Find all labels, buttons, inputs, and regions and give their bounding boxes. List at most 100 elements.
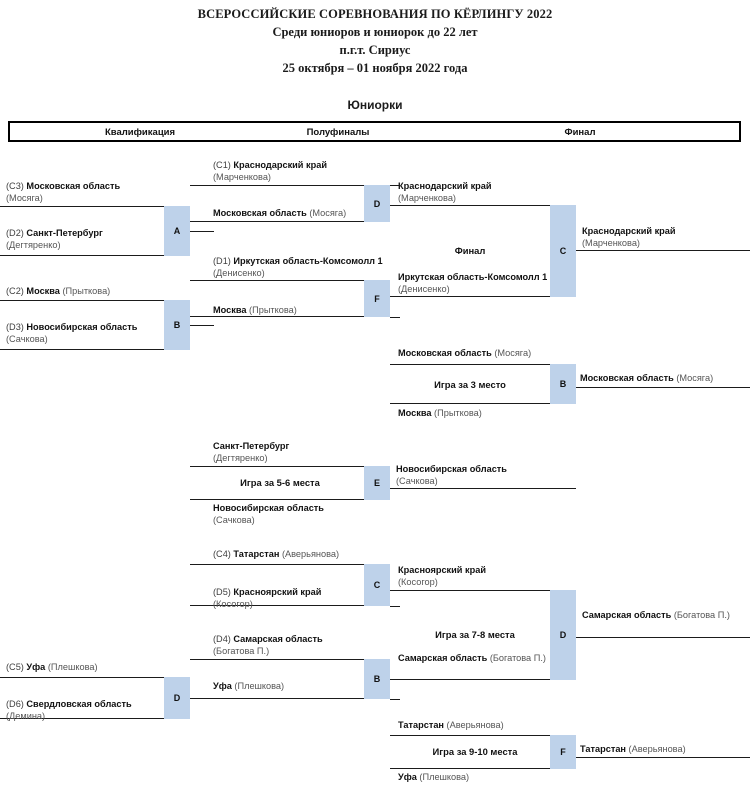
connector-b-to-f — [190, 325, 214, 326]
connector-f-to-final — [390, 317, 400, 318]
coach-name: (Мосяга) — [6, 192, 43, 203]
coach-name: (Прыткова) — [249, 305, 297, 315]
team-name: Новосибирская область — [26, 322, 138, 332]
coach-name: (Косогор) — [398, 576, 438, 587]
connector-d-to-b2 — [190, 698, 214, 699]
tournament-subtitle: Среди юниоров и юниорок до 22 лет — [272, 25, 478, 39]
title-block: ВСЕРОССИЙСКИЕ СОРЕВНОВАНИЯ ПО КЁРЛИНГУ 2… — [0, 0, 750, 112]
match-chip-f[interactable]: F — [550, 735, 576, 769]
team-name: Краснодарский край — [582, 226, 676, 236]
match-chip-a[interactable]: A — [164, 206, 190, 256]
tournament-title: ВСЕРОССИЙСКИЕ СОРЕВНОВАНИЯ ПО КЁРЛИНГУ 2… — [197, 7, 553, 21]
match-chip-d[interactable]: D — [550, 590, 576, 680]
qualification-winner-label: Уфа (Плешкова) — [213, 681, 403, 693]
coach-name: (Денисенко) — [213, 267, 265, 278]
tournament-venue: п.г.т. Сириус — [339, 43, 411, 57]
match-chip-d[interactable]: D — [364, 185, 390, 222]
coach-name: (Марченкова) — [213, 171, 271, 182]
match-chip-e[interactable]: E — [364, 466, 390, 500]
connector-c-to-78 — [390, 606, 400, 607]
team-name: Москва — [398, 408, 435, 418]
team-name: Москва — [26, 286, 63, 296]
coach-name: (Плешкова) — [47, 662, 98, 672]
coach-name: (Богатова П.) — [673, 610, 730, 620]
match-label-seventh-eighth: Игра за 7-8 места — [435, 629, 515, 640]
match-chip-f[interactable]: F — [364, 280, 390, 317]
qualification-winner-label: Московская область (Мосяга) — [213, 208, 403, 220]
team-name: Краснодарский край — [233, 160, 327, 170]
team-name: Уфа — [26, 662, 48, 672]
connector-a-to-d — [190, 231, 214, 232]
team-label: Московская область (Мосяга) — [398, 348, 608, 360]
team-name: Московская область — [580, 373, 677, 383]
winner-underline — [390, 488, 576, 489]
connector-d-to-final — [390, 185, 400, 186]
team-label: (C5) Уфа (Плешкова) — [6, 662, 196, 674]
match-winner-final: Краснодарский край (Марченкова) — [582, 226, 750, 249]
team-name: Самарская область — [582, 610, 674, 620]
match-frame — [190, 659, 390, 699]
coach-name: (Косогор) — [213, 598, 253, 609]
winner-underline — [576, 637, 750, 638]
qualification-winner-label: Москва (Прыткова) — [213, 305, 403, 317]
team-name: Самарская область — [398, 653, 490, 663]
team-name: Иркутская область-Комсомолл 1 — [233, 256, 383, 266]
team-label: (C4) Татарстан (Аверьянова) — [213, 549, 403, 561]
team-label: Москва (Прыткова) — [398, 408, 608, 420]
match-chip-b[interactable]: B — [164, 300, 190, 350]
coach-name: (Богатова П.) — [213, 645, 270, 656]
team-name: Красноярский край — [233, 587, 322, 597]
team-label: Татарстан (Аверьянова) — [398, 720, 598, 732]
coach-name: (Сачкова) — [6, 333, 48, 344]
team-name: Краснодарский край — [398, 181, 492, 191]
coach-name: (Богатова П.) — [489, 653, 546, 663]
stage-header-bar: Квалификация Полуфиналы Финал — [8, 121, 741, 142]
match-chip-b[interactable]: B — [364, 659, 390, 699]
coach-name: (Прыткова) — [434, 408, 482, 418]
team-name: Татарстан — [233, 549, 282, 559]
seed-code: (D2) — [6, 228, 27, 238]
category-title: Юниорки — [347, 98, 403, 112]
match-label-third-place: Игра за 3 место — [434, 379, 506, 390]
coach-name: (Прыткова) — [62, 286, 111, 296]
team-label: Уфа (Плешкова) — [398, 772, 598, 784]
coach-name: (Аверьянова) — [446, 720, 504, 730]
match-chip-c[interactable]: C — [550, 205, 576, 297]
team-label: Краснодарский край (Марченкова) — [398, 181, 598, 204]
team-label: (C1) Краснодарский край (Марченкова) — [213, 160, 403, 183]
seed-code: (C3) — [6, 181, 27, 191]
team-name: Красноярский край — [398, 565, 486, 575]
coach-name: (Плешкова) — [419, 772, 470, 782]
coach-name: (Мосяга) — [309, 208, 347, 218]
team-name: Московская область — [213, 208, 310, 218]
match-chip-b[interactable]: B — [550, 364, 576, 404]
match-label-fifth-sixth: Игра за 5-6 места — [240, 477, 320, 488]
coach-name: (Сачкова) — [213, 514, 255, 525]
seed-code: (D5) — [213, 587, 234, 597]
match-winner-ninth-tenth: Татарстан (Аверьянова) — [580, 744, 750, 756]
team-label: Самарская область (Богатова П.) — [398, 653, 580, 665]
match-chip-d[interactable]: D — [164, 677, 190, 719]
match-winner-third-place: Московская область (Мосяга) — [580, 373, 750, 385]
winner-underline — [576, 387, 750, 388]
team-name: Санкт-Петербург — [213, 441, 290, 451]
tournament-dates: 25 октября – 01 ноября 2022 года — [282, 61, 468, 75]
team-label: Красноярский край (Косогор) — [398, 565, 588, 588]
team-label: Новосибирская область (Сачкова) — [213, 503, 403, 526]
coach-name: (Денисенко) — [398, 283, 450, 294]
coach-name: (Сачкова) — [396, 475, 438, 486]
coach-name: (Мосяга) — [494, 348, 532, 358]
team-name: Москва — [213, 305, 250, 315]
winner-underline — [576, 757, 750, 758]
match-chip-c[interactable]: C — [364, 564, 390, 606]
team-name: Санкт-Петербург — [26, 228, 103, 238]
team-label: (D4) Самарская область (Богатова П.) — [213, 634, 403, 657]
coach-name: (Марченкова) — [582, 237, 640, 248]
team-label: Иркутская область-Комсомолл 1 (Денисенко… — [398, 272, 598, 295]
seed-code: (D1) — [213, 256, 234, 266]
coach-name: (Плешкова) — [234, 681, 285, 691]
stage-header-semifinals: Полуфиналы — [306, 127, 370, 138]
team-name: Татарстан — [398, 720, 447, 730]
seed-code: (C5) — [6, 662, 27, 672]
team-name: Татарстан — [580, 744, 629, 754]
